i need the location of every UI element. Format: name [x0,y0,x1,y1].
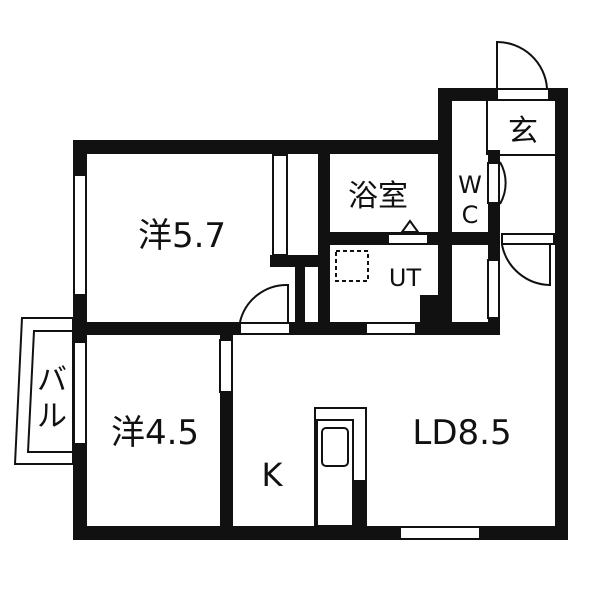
room-label-balcony-1: バ [37,363,67,398]
windows [73,88,555,540]
washer-space [335,250,369,282]
room-label-toilet-c: C [462,201,479,229]
room-label-western-2: 洋4.5 [111,413,199,453]
room-label-living-dining: LD8.5 [412,413,511,453]
kitchen-counter [314,407,367,527]
doors [239,40,555,323]
room-label-kitchen: K [262,456,284,494]
closet [272,154,288,256]
room-label-entrance: 玄 [508,114,538,149]
room-label-balcony-2: ル [37,399,67,434]
room-label-western-1: 洋5.7 [138,216,226,256]
room-label-utility: UT [389,264,422,292]
room-label-toilet-w: W [458,171,482,199]
room-label-bathroom: 浴室 [348,179,408,214]
